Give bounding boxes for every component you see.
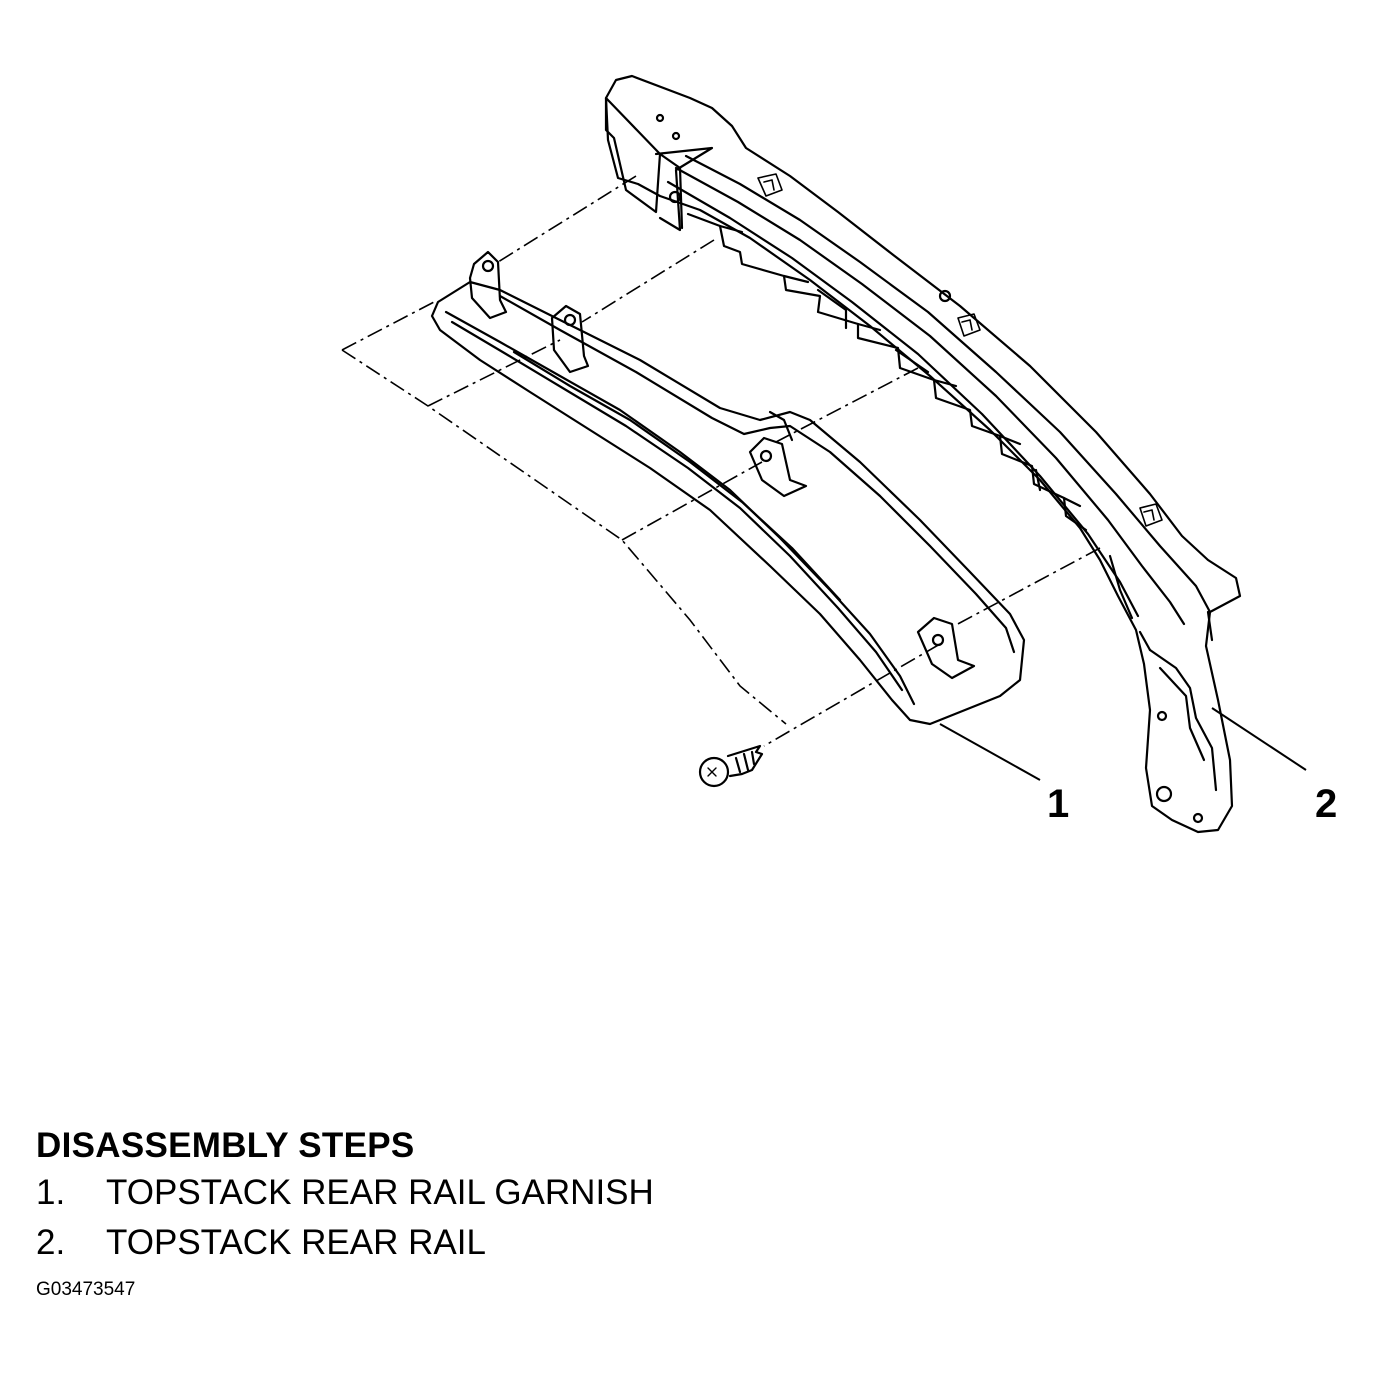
legend-item-number: 1. [36, 1173, 66, 1212]
callout-label-2: 2 [1315, 782, 1338, 826]
screw-fastener [698, 744, 764, 788]
legend-item-text: TOPSTACK REAR RAIL GARNISH [106, 1173, 654, 1212]
legend-item-number: 2. [36, 1223, 66, 1262]
rear-rail-part [604, 74, 1242, 834]
legend-heading: DISASSEMBLY STEPS [36, 1126, 415, 1165]
legend-item: 1. TOPSTACK REAR RAIL GARNISH [36, 1168, 654, 1218]
figure-id: G03473547 [36, 1279, 136, 1300]
alignment-lines [341, 175, 1101, 747]
parts-legend: DISASSEMBLY STEPS 1. TOPSTACK REAR RAIL … [36, 1124, 654, 1268]
rear-rail-garnish-part [430, 250, 1026, 726]
callout-label-1: 1 [1047, 782, 1070, 826]
callout-leaders [939, 707, 1307, 781]
exploded-view-illustration [341, 74, 1307, 834]
legend-item-text: TOPSTACK REAR RAIL [106, 1223, 486, 1262]
legend-item: 2. TOPSTACK REAR RAIL [36, 1218, 654, 1268]
